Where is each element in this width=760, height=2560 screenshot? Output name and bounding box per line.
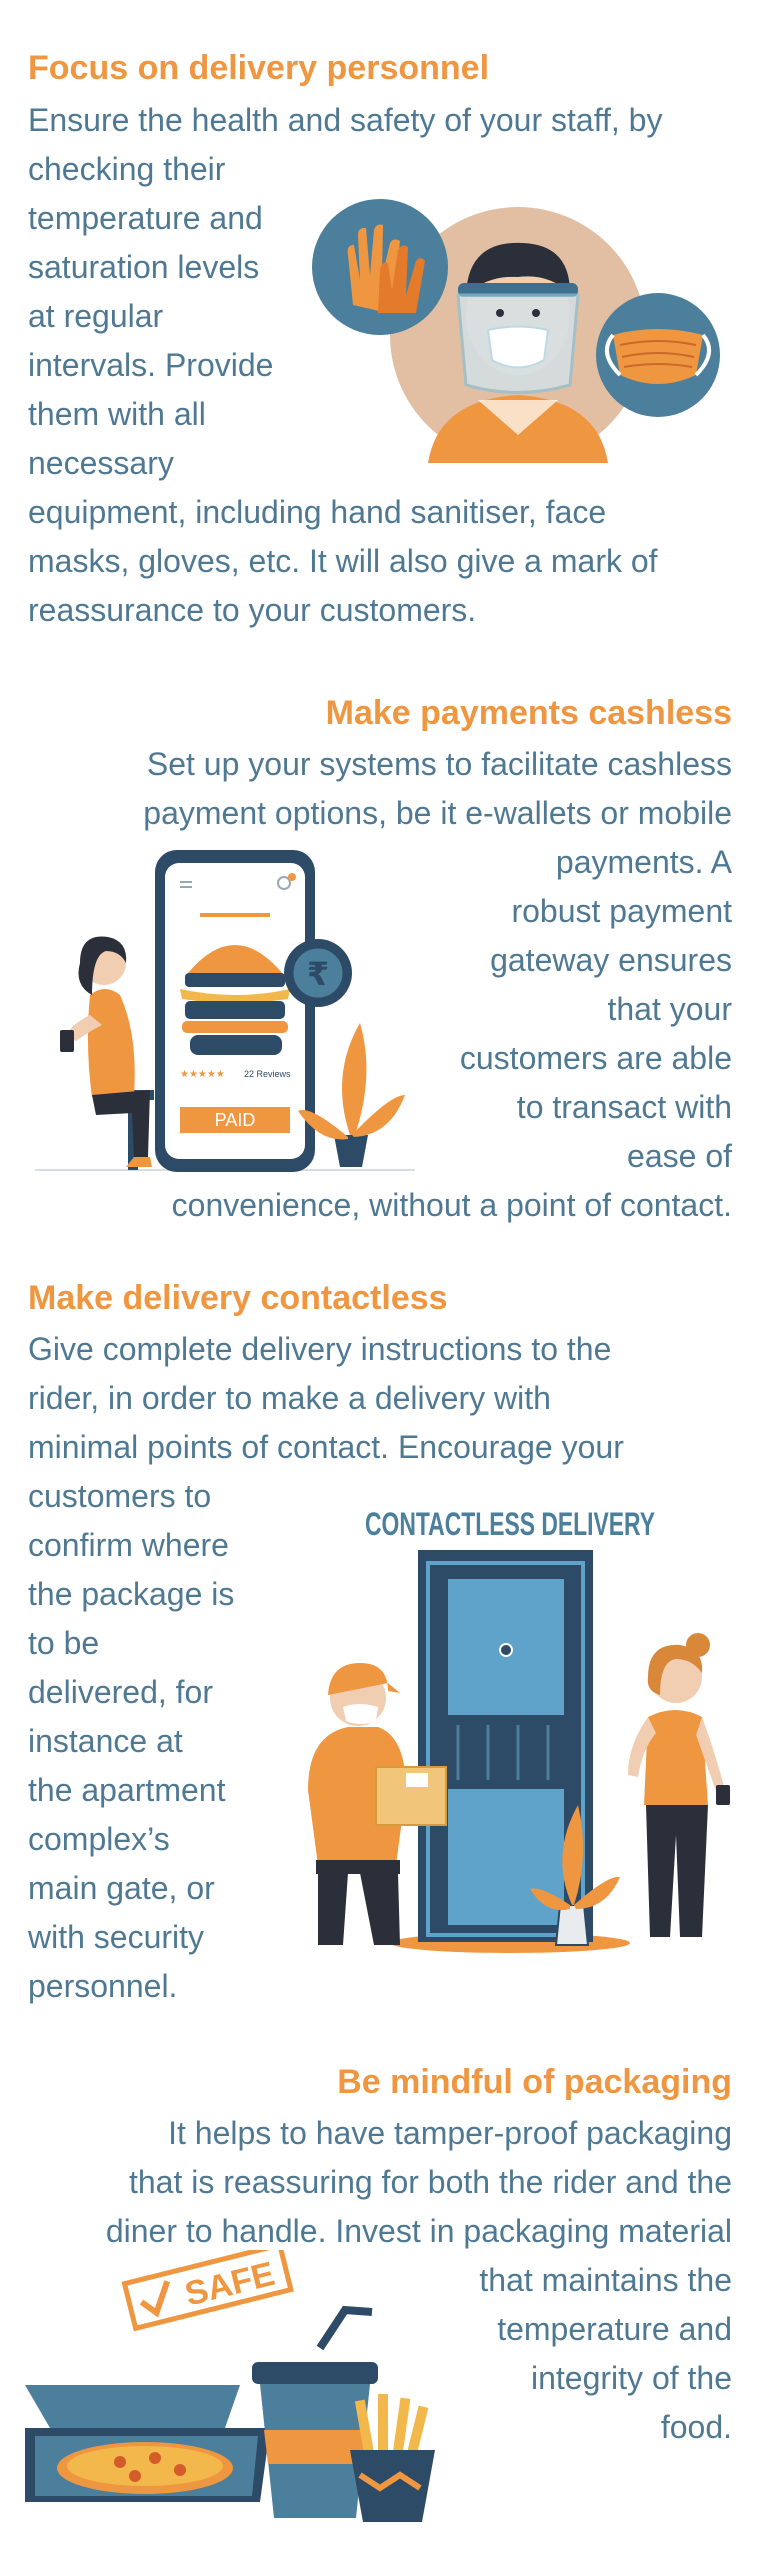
ppe-illustration: [308, 195, 728, 475]
section-2-line-10: convenience, without a point of contact.: [171, 1187, 732, 1223]
paid-label: PAID: [215, 1110, 256, 1130]
section-1-line-1: Ensure the health and safety of your sta…: [28, 102, 663, 138]
section-3-line-3: minimal points of contact. Encourage you…: [28, 1429, 624, 1465]
section-4-line-7: food.: [660, 2409, 732, 2445]
section-2-line-5: gateway ensures: [490, 942, 732, 978]
section-3-line-6: the package is: [28, 1576, 235, 1612]
section-4-line-4: that maintains the: [479, 2262, 732, 2298]
section-3-line-4: customers to: [28, 1478, 212, 1514]
section-1-line-6: intervals. Provide: [28, 347, 274, 383]
section-2-line-2: payment options, be it e-wallets or mobi…: [143, 795, 732, 831]
safe-stamp: [121, 2250, 294, 2332]
section-2-title: Make payments cashless: [325, 694, 732, 732]
section-1-line-9: equipment, including hand sanitiser, fac…: [28, 494, 607, 530]
section-2-line-1: Set up your systems to facilitate cashle…: [146, 746, 732, 782]
section-4-line-3: diner to handle. Invest in packaging mat…: [105, 2213, 732, 2249]
section-4-line-1: It helps to have tamper-proof packaging: [168, 2115, 732, 2151]
section-3-line-11: complex’s: [28, 1821, 170, 1857]
paid-button: [180, 1107, 290, 1133]
section-4-line-5: temperature and: [497, 2311, 732, 2347]
section-3-line-7: to be: [28, 1625, 100, 1661]
contactless-delivery-illustration: CONTACTLESS DELIVERY: [288, 1505, 733, 1960]
currency-symbol: ₹: [307, 955, 329, 993]
section-4-title: Be mindful of packaging: [337, 2063, 732, 2101]
section-1-line-10: masks, gloves, etc. It will also give a …: [28, 543, 658, 579]
section-1-line-11: reassurance to your customers.: [28, 592, 477, 628]
section-3-line-9: instance at: [28, 1723, 183, 1759]
section-2-line-3: payments. A: [555, 844, 732, 880]
section-2-line-9: ease of: [627, 1138, 732, 1174]
section-1-line-2: checking their: [28, 151, 226, 187]
section-1-line-8: necessary: [28, 445, 174, 481]
section-1-line-7: them with all: [28, 396, 206, 432]
section-3-line-13: with security: [28, 1919, 205, 1955]
section-4-line-6: integrity of the: [531, 2360, 732, 2396]
section-3-line-1: Give complete delivery instructions to t…: [28, 1331, 612, 1367]
section-3-line-2: rider, in order to make a delivery with: [28, 1380, 551, 1416]
section-1-line-3: temperature and: [28, 200, 263, 236]
section-3-line-5: confirm where: [28, 1527, 229, 1563]
section-3-title: Make delivery contactless: [28, 1279, 448, 1317]
section-2-line-6: that your: [607, 991, 732, 1027]
section-1-line-4: saturation levels: [28, 249, 260, 285]
section-2-line-4: robust payment: [511, 893, 732, 929]
section-3-line-14: personnel.: [28, 1968, 178, 2004]
section-3-line-8: delivered, for: [28, 1674, 213, 1710]
section-1-line-5: at regular: [28, 298, 164, 334]
packaging-illustration: SAFE: [20, 2250, 450, 2525]
section-2-line-8: to transact with: [516, 1089, 732, 1125]
section-1-title: Focus on delivery personnel: [28, 49, 490, 87]
contactless-delivery-heading: CONTACTLESS DELIVERY: [365, 1506, 655, 1542]
svg-text:★★★★★: ★★★★★: [180, 1069, 225, 1080]
section-2-line-7: customers are able: [459, 1040, 732, 1076]
section-4-line-2: that is reassuring for both the rider an…: [128, 2164, 732, 2200]
reviews-text: 22 Reviews: [244, 1069, 291, 1079]
section-3-line-12: main gate, or: [28, 1870, 215, 1906]
cashless-payment-illustration: ★★★★★ 22 Reviews PAID ₹: [30, 845, 420, 1175]
section-3-line-10: the apartment: [28, 1772, 226, 1808]
